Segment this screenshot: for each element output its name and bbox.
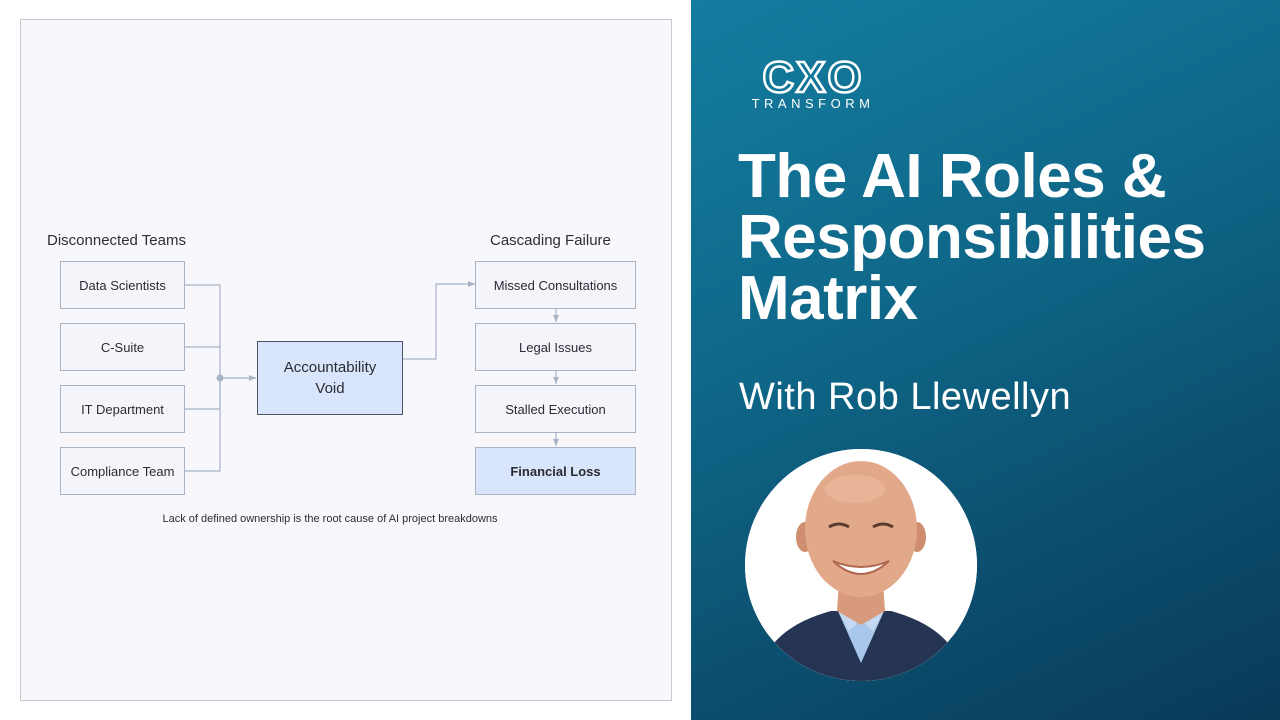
connector-data-scientists [185, 284, 221, 378]
presenter-portrait-icon [745, 449, 977, 681]
node-data-scientists: Data Scientists [60, 261, 185, 309]
connector-void-to-missed [403, 281, 475, 360]
node-c-suite: C-Suite [60, 323, 185, 371]
node-compliance-team: Compliance Team [60, 447, 185, 495]
node-missed-consultations: Missed Consultations [475, 261, 636, 309]
avatar [745, 449, 977, 681]
connector-compliance-team [185, 378, 221, 472]
title-line: The AI Roles & [738, 142, 1167, 211]
page-title: The AI Roles & Responsibilities Matrix [738, 142, 1278, 333]
left-column-heading: Disconnected Teams [47, 232, 186, 249]
right-column-heading: Cascading Failure [490, 232, 611, 249]
title-line: Responsibilities [738, 203, 1206, 272]
node-financial-loss: Financial Loss [475, 447, 636, 495]
title-line: Matrix [738, 264, 918, 333]
logo-main-text: CXO [762, 56, 863, 102]
brand-panel: CXO TRANSFORM The AI Roles & Responsibil… [691, 0, 1280, 720]
connector-it-department [185, 378, 221, 410]
junction-dot [216, 374, 224, 382]
diagram-connectors [185, 281, 559, 472]
diagram-caption: Lack of defined ownership is the root ca… [162, 513, 498, 525]
node-stalled-execution: Stalled Execution [475, 385, 636, 433]
diagram-panel: Disconnected Teams Cascading Failure Dat… [20, 19, 672, 701]
node-accountability-void: Accountability Void [257, 341, 403, 415]
node-it-department: IT Department [60, 385, 185, 433]
cxo-logo: CXO TRANSFORM [752, 56, 875, 111]
node-legal-issues: Legal Issues [475, 323, 636, 371]
logo-sub-text: TRANSFORM [752, 96, 875, 111]
presenter-subtitle: With Rob Llewellyn [739, 376, 1072, 418]
